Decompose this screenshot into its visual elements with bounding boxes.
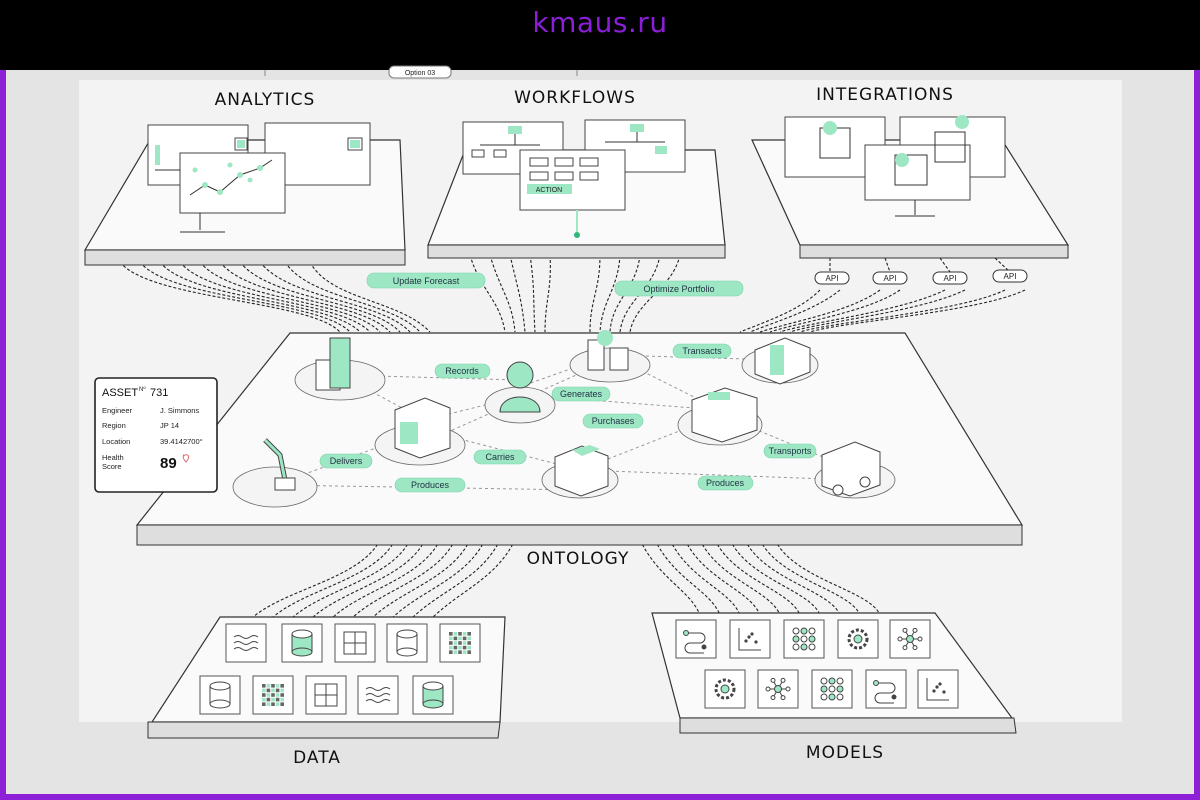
integrations-platform [751, 115, 1070, 259]
update-forecast-pill: Update Forecast [393, 276, 460, 286]
api-label: API [884, 274, 897, 283]
relation-produces: Produces [706, 478, 745, 488]
flow-icon [865, 669, 907, 709]
api-label: API [944, 274, 957, 283]
relation-transacts: Transacts [682, 346, 722, 356]
top-cut-option: Option 03 [264, 65, 578, 79]
hub-icon [889, 619, 931, 659]
relation-transports: Transports [769, 446, 812, 456]
scatter-icon [729, 619, 771, 659]
relation-delivers: Delivers [330, 456, 363, 466]
pattern-icon [252, 675, 294, 715]
hub-icon [757, 669, 799, 709]
asset-row-value: 39.4142700° [160, 437, 203, 446]
asset-row-label: Region [102, 421, 126, 430]
watermark: kmaus.ru [532, 6, 668, 39]
data-tiles [199, 623, 481, 715]
relation-generates: Generates [560, 389, 603, 399]
robot-arm-node [232, 438, 318, 508]
workflows-label: WORKFLOWS [514, 88, 636, 108]
workflows-platform: ACTION [427, 119, 726, 259]
building-node [294, 337, 386, 401]
asset-row-value: J. Simmons [160, 406, 199, 415]
asset-title: ASSET [102, 387, 138, 399]
neural-net-icon [811, 669, 853, 709]
plant-node [569, 330, 651, 383]
database-icon [386, 623, 428, 663]
top-cut-label: Option 03 [405, 70, 435, 77]
asset-row-label: Location [102, 437, 130, 446]
health-score: 89 [160, 455, 177, 472]
database-green-icon [412, 675, 454, 715]
relation-records: Records [445, 366, 479, 376]
pattern-icon [439, 623, 481, 663]
bottom-wires [249, 539, 881, 621]
person-node [484, 361, 556, 424]
neural-net-icon [783, 619, 825, 659]
flow-pills: Update Forecast Optimize Portfolio [366, 272, 744, 297]
integrations-label: INTEGRATIONS [816, 85, 954, 105]
waves-icon [357, 675, 399, 715]
gear-icon [837, 619, 879, 659]
asset-number: 731 [150, 387, 168, 399]
flow-icon [675, 619, 717, 659]
action-button: ACTION [536, 187, 562, 194]
api-label: API [1004, 272, 1017, 281]
gear-icon [704, 669, 746, 709]
warehouse-node [374, 397, 466, 466]
optimize-portfolio-pill: Optimize Portfolio [643, 284, 714, 294]
relation-produces: Produces [411, 480, 450, 490]
relation-carries: Carries [485, 452, 515, 462]
truck-node [814, 441, 896, 499]
top-wires [119, 254, 1026, 333]
asset-row-value: JP 14 [160, 421, 179, 430]
asset-number-prefix: Nº [139, 386, 146, 393]
waves-icon [225, 623, 267, 663]
scatter-icon [917, 669, 959, 709]
models-label: MODELS [806, 743, 884, 763]
relation-purchases: Purchases [592, 416, 635, 426]
health-label: Health [102, 453, 124, 462]
factory-node [677, 387, 763, 446]
asset-row-label: Engineer [102, 406, 133, 415]
analytics-platform [83, 122, 406, 266]
asset-card: ASSET Nº 731 Engineer J. Simmons Region … [94, 377, 218, 493]
ontology-label: ONTOLOGY [527, 549, 630, 569]
api-pills: API API API API [814, 269, 1028, 285]
database-icon [199, 675, 241, 715]
top-bar: kmaus.ru [0, 0, 1200, 70]
box-node [541, 445, 619, 499]
analytics-label: ANALYTICS [215, 90, 316, 110]
grid-icon [305, 675, 347, 715]
cash-node [741, 337, 819, 385]
database-green-icon [281, 623, 323, 663]
model-tiles [675, 619, 959, 709]
score-label: Score [102, 462, 122, 471]
relation-pills: Records Generates Transacts Purchases De… [319, 343, 817, 493]
grid-icon [334, 623, 376, 663]
data-label: DATA [293, 748, 341, 768]
api-label: API [826, 274, 839, 283]
